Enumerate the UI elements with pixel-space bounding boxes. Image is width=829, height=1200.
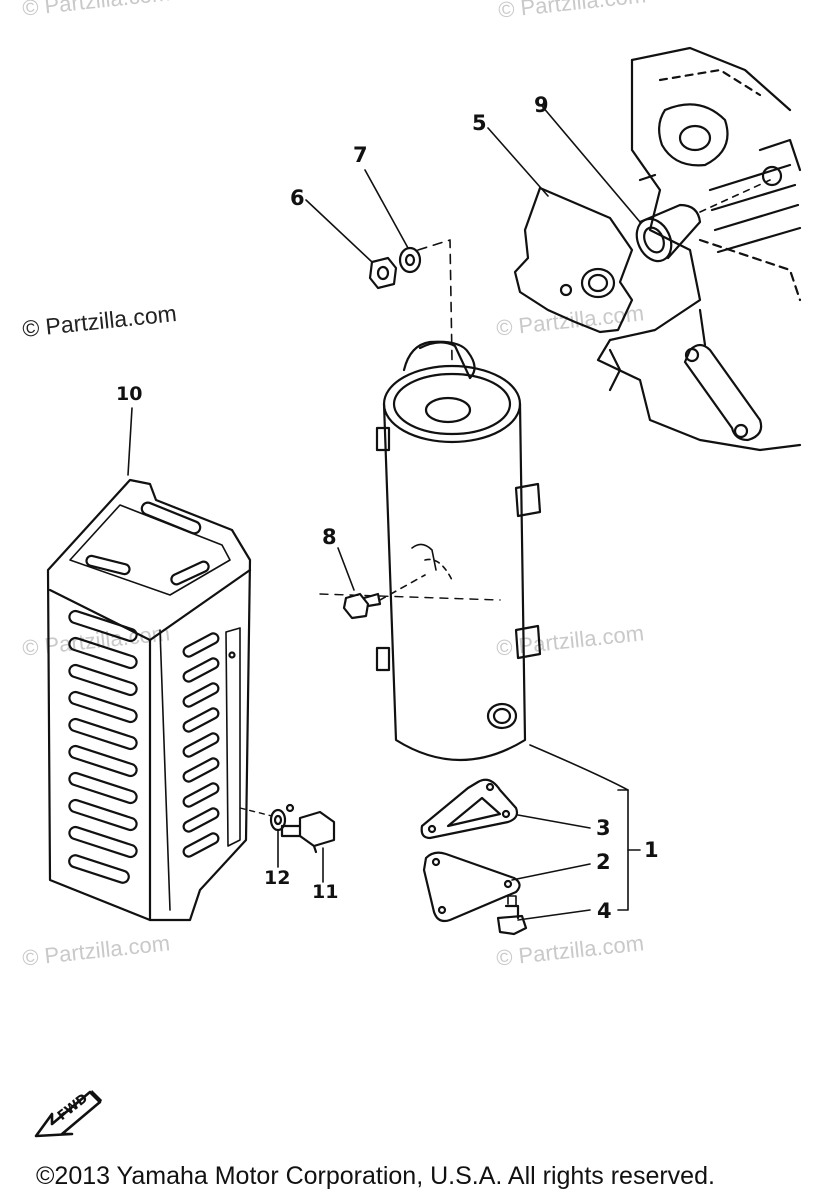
copyright-notice: ©2013 Yamaha Motor Corporation, U.S.A. A… bbox=[36, 1162, 715, 1190]
part-8-bolt bbox=[319, 574, 501, 620]
callout-1: 1 bbox=[644, 838, 659, 862]
heat-shield-louvers-right bbox=[182, 632, 220, 858]
callout-6: 6 bbox=[290, 186, 305, 210]
engine-block-outline bbox=[596, 46, 802, 452]
callout-3: 3 bbox=[596, 816, 611, 840]
forward-direction-indicator: FWD bbox=[30, 1078, 110, 1148]
callout-2: 2 bbox=[596, 850, 611, 874]
part-1-muffler bbox=[375, 340, 542, 761]
callout-12: 12 bbox=[264, 867, 291, 889]
part-6-nut bbox=[368, 256, 398, 290]
callout-7: 7 bbox=[353, 143, 368, 167]
callout-9: 9 bbox=[534, 93, 549, 117]
part-3-gasket bbox=[420, 778, 519, 840]
leader-lines bbox=[127, 105, 641, 921]
part-5-gasket bbox=[513, 186, 634, 334]
part-11-bolt bbox=[280, 810, 336, 854]
callout-8: 8 bbox=[322, 525, 337, 549]
part-9-pipe bbox=[635, 179, 771, 263]
part-4-bolt bbox=[496, 895, 528, 936]
callout-5: 5 bbox=[472, 111, 487, 135]
callout-11: 11 bbox=[312, 881, 339, 903]
heat-shield-louvers-left bbox=[68, 609, 138, 884]
part-12-washer bbox=[239, 807, 287, 832]
part-2-plate bbox=[422, 851, 521, 923]
part-10-heat-shield bbox=[46, 478, 295, 922]
part-7-washer bbox=[398, 239, 453, 361]
callout-4: 4 bbox=[597, 899, 612, 923]
forward-arrow-icon bbox=[34, 1090, 102, 1138]
callout-10: 10 bbox=[116, 383, 143, 405]
